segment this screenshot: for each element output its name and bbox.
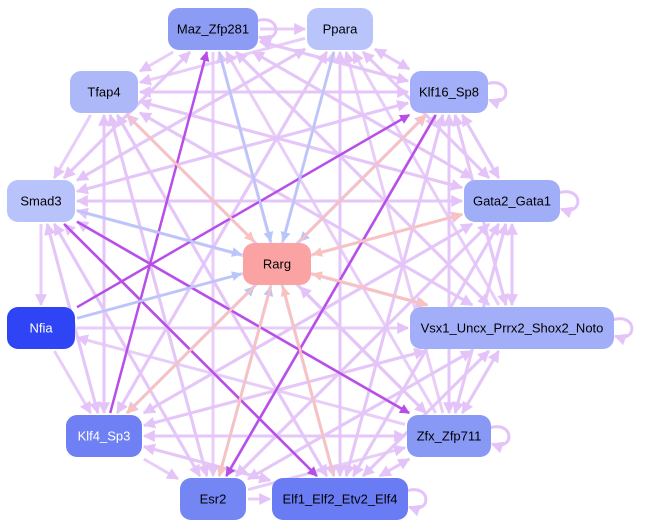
self-loop-maz (255, 18, 278, 47)
edge-klf16-to-smad3 (75, 101, 409, 195)
edge-elf-to-tfap4 (116, 113, 328, 477)
node-box-nfia (7, 307, 75, 349)
edge-gata2-to-esr2 (235, 222, 490, 478)
node-rarg[interactable]: Rarg (243, 243, 311, 285)
node-nfia[interactable]: Nfia (7, 307, 75, 349)
edge-smad3-to-zfx (76, 220, 410, 415)
edge-rarg-to-klf16 (299, 114, 427, 242)
edge-maz-to-tfap4 (138, 50, 174, 73)
edge-elf-to-rarg (280, 286, 336, 477)
node-label-smad3: Smad3 (20, 194, 61, 209)
node-box-maz (168, 8, 258, 50)
self-loop-elf (405, 488, 428, 517)
edge-vsx1-to-elf (362, 349, 490, 478)
edge-klf16-to-maz (258, 38, 409, 83)
edge-gata2-to-klf4 (142, 222, 473, 415)
edge-klf4-to-esr2 (143, 457, 180, 481)
node-label-rarg: Rarg (263, 257, 291, 272)
node-box-smad3 (7, 180, 75, 222)
edge-klf16-to-esr2 (225, 114, 437, 477)
node-label-klf4: Klf4_Sp3 (78, 429, 131, 444)
node-tfap4[interactable]: Tfap4 (70, 71, 138, 113)
self-loop-vsx1 (611, 317, 634, 346)
node-box-zfx (407, 415, 491, 457)
edge-smad3-to-rarg (76, 209, 242, 257)
node-label-nfia: Nfia (29, 321, 53, 336)
node-label-zfx: Zfx_Zfp711 (417, 429, 482, 444)
edge-vsx1-to-esr2 (246, 349, 473, 481)
edge-nfia-to-rarg (76, 271, 242, 320)
node-klf4[interactable]: Klf4_Sp3 (66, 415, 142, 457)
node-label-ppara: Ppara (323, 22, 358, 37)
node-label-klf16: Klf16_Sp8 (419, 85, 479, 100)
edge-zfx-to-elf (378, 457, 410, 478)
edge-rarg-to-vsx1 (312, 272, 429, 308)
node-gata2[interactable]: Gata2_Gata1 (464, 180, 560, 222)
edge-nfia-to-klf16 (76, 113, 411, 309)
node-box-vsx1 (410, 307, 614, 349)
node-box-esr2 (180, 478, 246, 520)
node-maz[interactable]: Maz_Zfp281 (168, 8, 258, 50)
node-label-gata2: Gata2_Gata1 (473, 194, 551, 209)
edge-tfap4-to-rarg (126, 114, 255, 242)
edge-tfap4-to-smad3 (53, 114, 92, 180)
self-loop-zfx (488, 425, 511, 454)
edge-zfx-to-maz (225, 50, 437, 414)
self-loop-gata2 (557, 190, 580, 219)
node-box-ppara (307, 8, 373, 50)
node-vsx1[interactable]: Vsx1_Uncx_Prrx2_Shox2_Noto (410, 307, 614, 349)
edge-rarg-to-esr2 (216, 286, 272, 477)
node-box-klf4 (66, 415, 142, 457)
node-label-vsx1: Vsx1_Uncx_Prrx2_Shox2_Noto (421, 321, 604, 336)
edge-gata2-to-elf (352, 223, 500, 478)
edge-vsx1-to-tfap4 (138, 111, 473, 307)
self-loops-layer (255, 18, 634, 517)
node-klf16[interactable]: Klf16_Sp8 (410, 71, 488, 113)
edge-klf16-to-gata2 (461, 114, 500, 180)
node-label-tfap4: Tfap4 (87, 85, 120, 100)
node-box-tfap4 (70, 71, 138, 113)
node-label-maz: Maz_Zfp281 (177, 22, 249, 37)
edge-rarg-to-klf4 (126, 286, 255, 414)
node-label-elf: Elf1_Elf2_Etv2_Elf4 (283, 492, 398, 507)
self-loop-klf16 (485, 81, 508, 110)
edge-ppara-to-klf4 (116, 51, 328, 415)
edge-vsx1-to-klf4 (142, 349, 426, 429)
node-box-gata2 (464, 180, 560, 222)
node-esr2[interactable]: Esr2 (180, 478, 246, 520)
edge-klf16-to-ppara (373, 47, 410, 71)
edge-ppara-to-rarg (280, 51, 336, 242)
node-box-rarg (243, 243, 311, 285)
edge-gata2-to-tfap4 (138, 98, 463, 190)
node-box-klf16 (410, 71, 488, 113)
node-smad3[interactable]: Smad3 (7, 180, 75, 222)
node-zfx[interactable]: Zfx_Zfp711 (407, 415, 491, 457)
edge-vsx1-to-zfx (461, 350, 500, 415)
edge-nfia-to-klf4 (53, 350, 92, 415)
edge-rarg-to-gata2 (312, 211, 463, 256)
edges-layer (35, 23, 518, 505)
node-label-esr2: Esr2 (200, 492, 227, 507)
node-elf[interactable]: Elf1_Elf2_Etv2_Elf4 (272, 478, 408, 520)
node-ppara[interactable]: Ppara (307, 8, 373, 50)
edge-maz-to-rarg (218, 51, 274, 242)
edge-zfx-to-nfia (75, 334, 406, 426)
node-box-elf (272, 478, 408, 520)
